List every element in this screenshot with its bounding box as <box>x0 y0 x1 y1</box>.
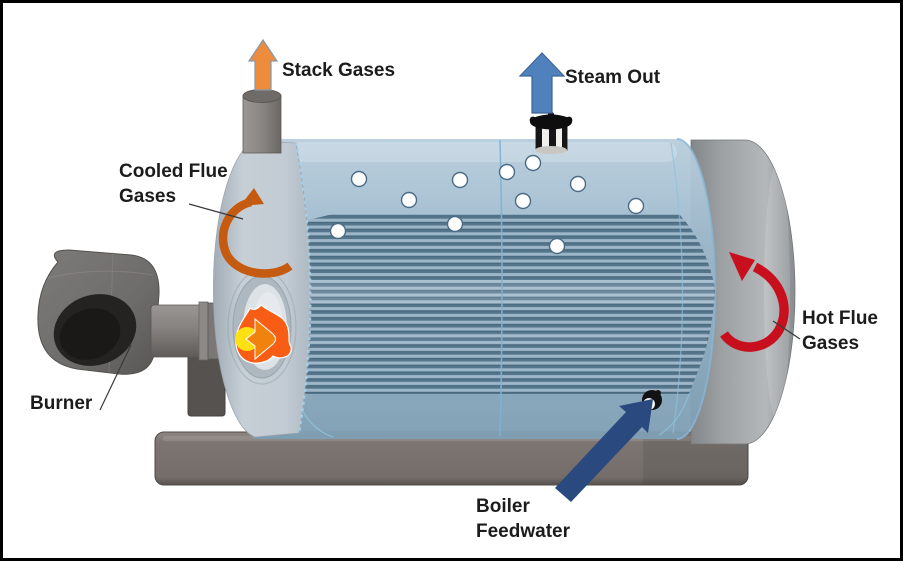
shell-seam-lines <box>288 139 690 438</box>
flame-icon <box>235 304 292 364</box>
stack-gases-arrow <box>247 38 279 91</box>
base-platform <box>154 431 749 486</box>
flame-chevron <box>245 317 276 361</box>
hot-flue-arrow <box>720 252 789 352</box>
cooled-flue-gases-label: Cooled Flue Gases <box>119 161 228 207</box>
burner-leader <box>99 344 132 411</box>
feedwater-arrow <box>555 399 653 502</box>
diagram-canvas <box>37 38 801 502</box>
steam-out-arrow <box>518 52 566 114</box>
boiler-feedwater-label: Boiler Feedwater <box>476 496 570 542</box>
steam-outlet-fitting <box>529 111 573 154</box>
leader-lines <box>99 203 801 411</box>
stack-pipe <box>242 89 282 154</box>
burner-label: Burner <box>30 393 93 414</box>
steam-bubbles <box>329 154 645 255</box>
steam-out-label: Steam Out <box>565 67 661 88</box>
hot-flue-gases-label: Hot Flue Gases <box>802 308 878 354</box>
hot-flue-leader <box>772 320 801 340</box>
cooled-flue-leader <box>188 203 244 220</box>
stack-gases-label: Stack Gases <box>282 60 396 81</box>
fire-tube-bundle <box>291 214 715 394</box>
cooled-flue-arrow <box>218 188 293 278</box>
